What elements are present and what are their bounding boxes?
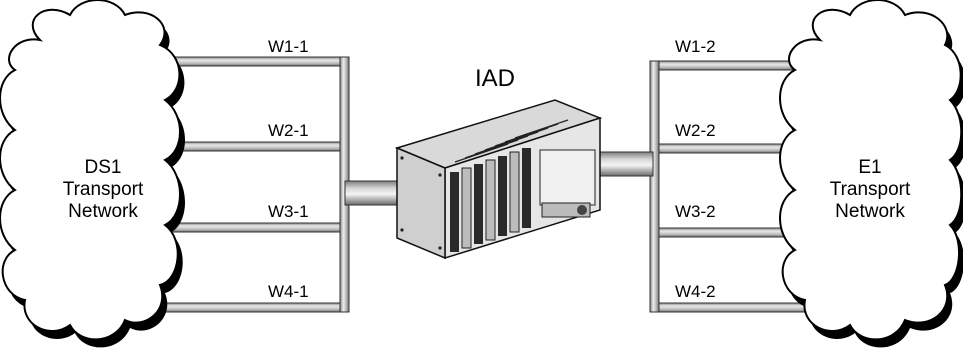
right-cloud-line-2: Transport [830, 179, 911, 200]
left-cloud-line-3: Network [68, 201, 138, 222]
right-cloud: E1 Transport Network [779, 0, 963, 348]
right-cloud-shape [779, 0, 963, 341]
iad-label: IAD [475, 65, 515, 92]
iad-top-slots [454, 119, 569, 163]
right-link-label-w3: W3-2 [675, 202, 716, 221]
right-cloud-line-1: E1 [858, 157, 881, 178]
iad-connector-panel [541, 202, 591, 218]
iad-chassis [394, 99, 603, 260]
left-link-label-w4: W4-1 [268, 282, 309, 301]
left-cloud-shape [0, 0, 181, 341]
left-link-w4-pipe [149, 302, 346, 313]
right-link-label-w2: W2-2 [675, 121, 716, 140]
left-link-label-w1: W1-1 [268, 37, 309, 56]
left-cloud-line-1: DS1 [85, 157, 122, 178]
right-trunk-pipe [594, 151, 654, 177]
left-cloud: DS1 Transport Network [0, 0, 185, 348]
right-cloud-line-3: Network [835, 201, 905, 222]
iad-front-face [396, 146, 446, 260]
left-cloud-line-2: Transport [63, 179, 144, 200]
iad-power-switch [577, 205, 587, 215]
right-link-label-w4: W4-2 [675, 282, 716, 301]
iad-power-module [539, 149, 596, 206]
left-trunk-pipe [344, 180, 406, 206]
left-link-label-w3: W3-1 [268, 202, 309, 221]
right-bus [649, 60, 660, 313]
iad-cards [450, 148, 531, 252]
left-link-label-w2: W2-1 [268, 121, 309, 140]
right-link-label-w1: W1-2 [675, 37, 716, 56]
